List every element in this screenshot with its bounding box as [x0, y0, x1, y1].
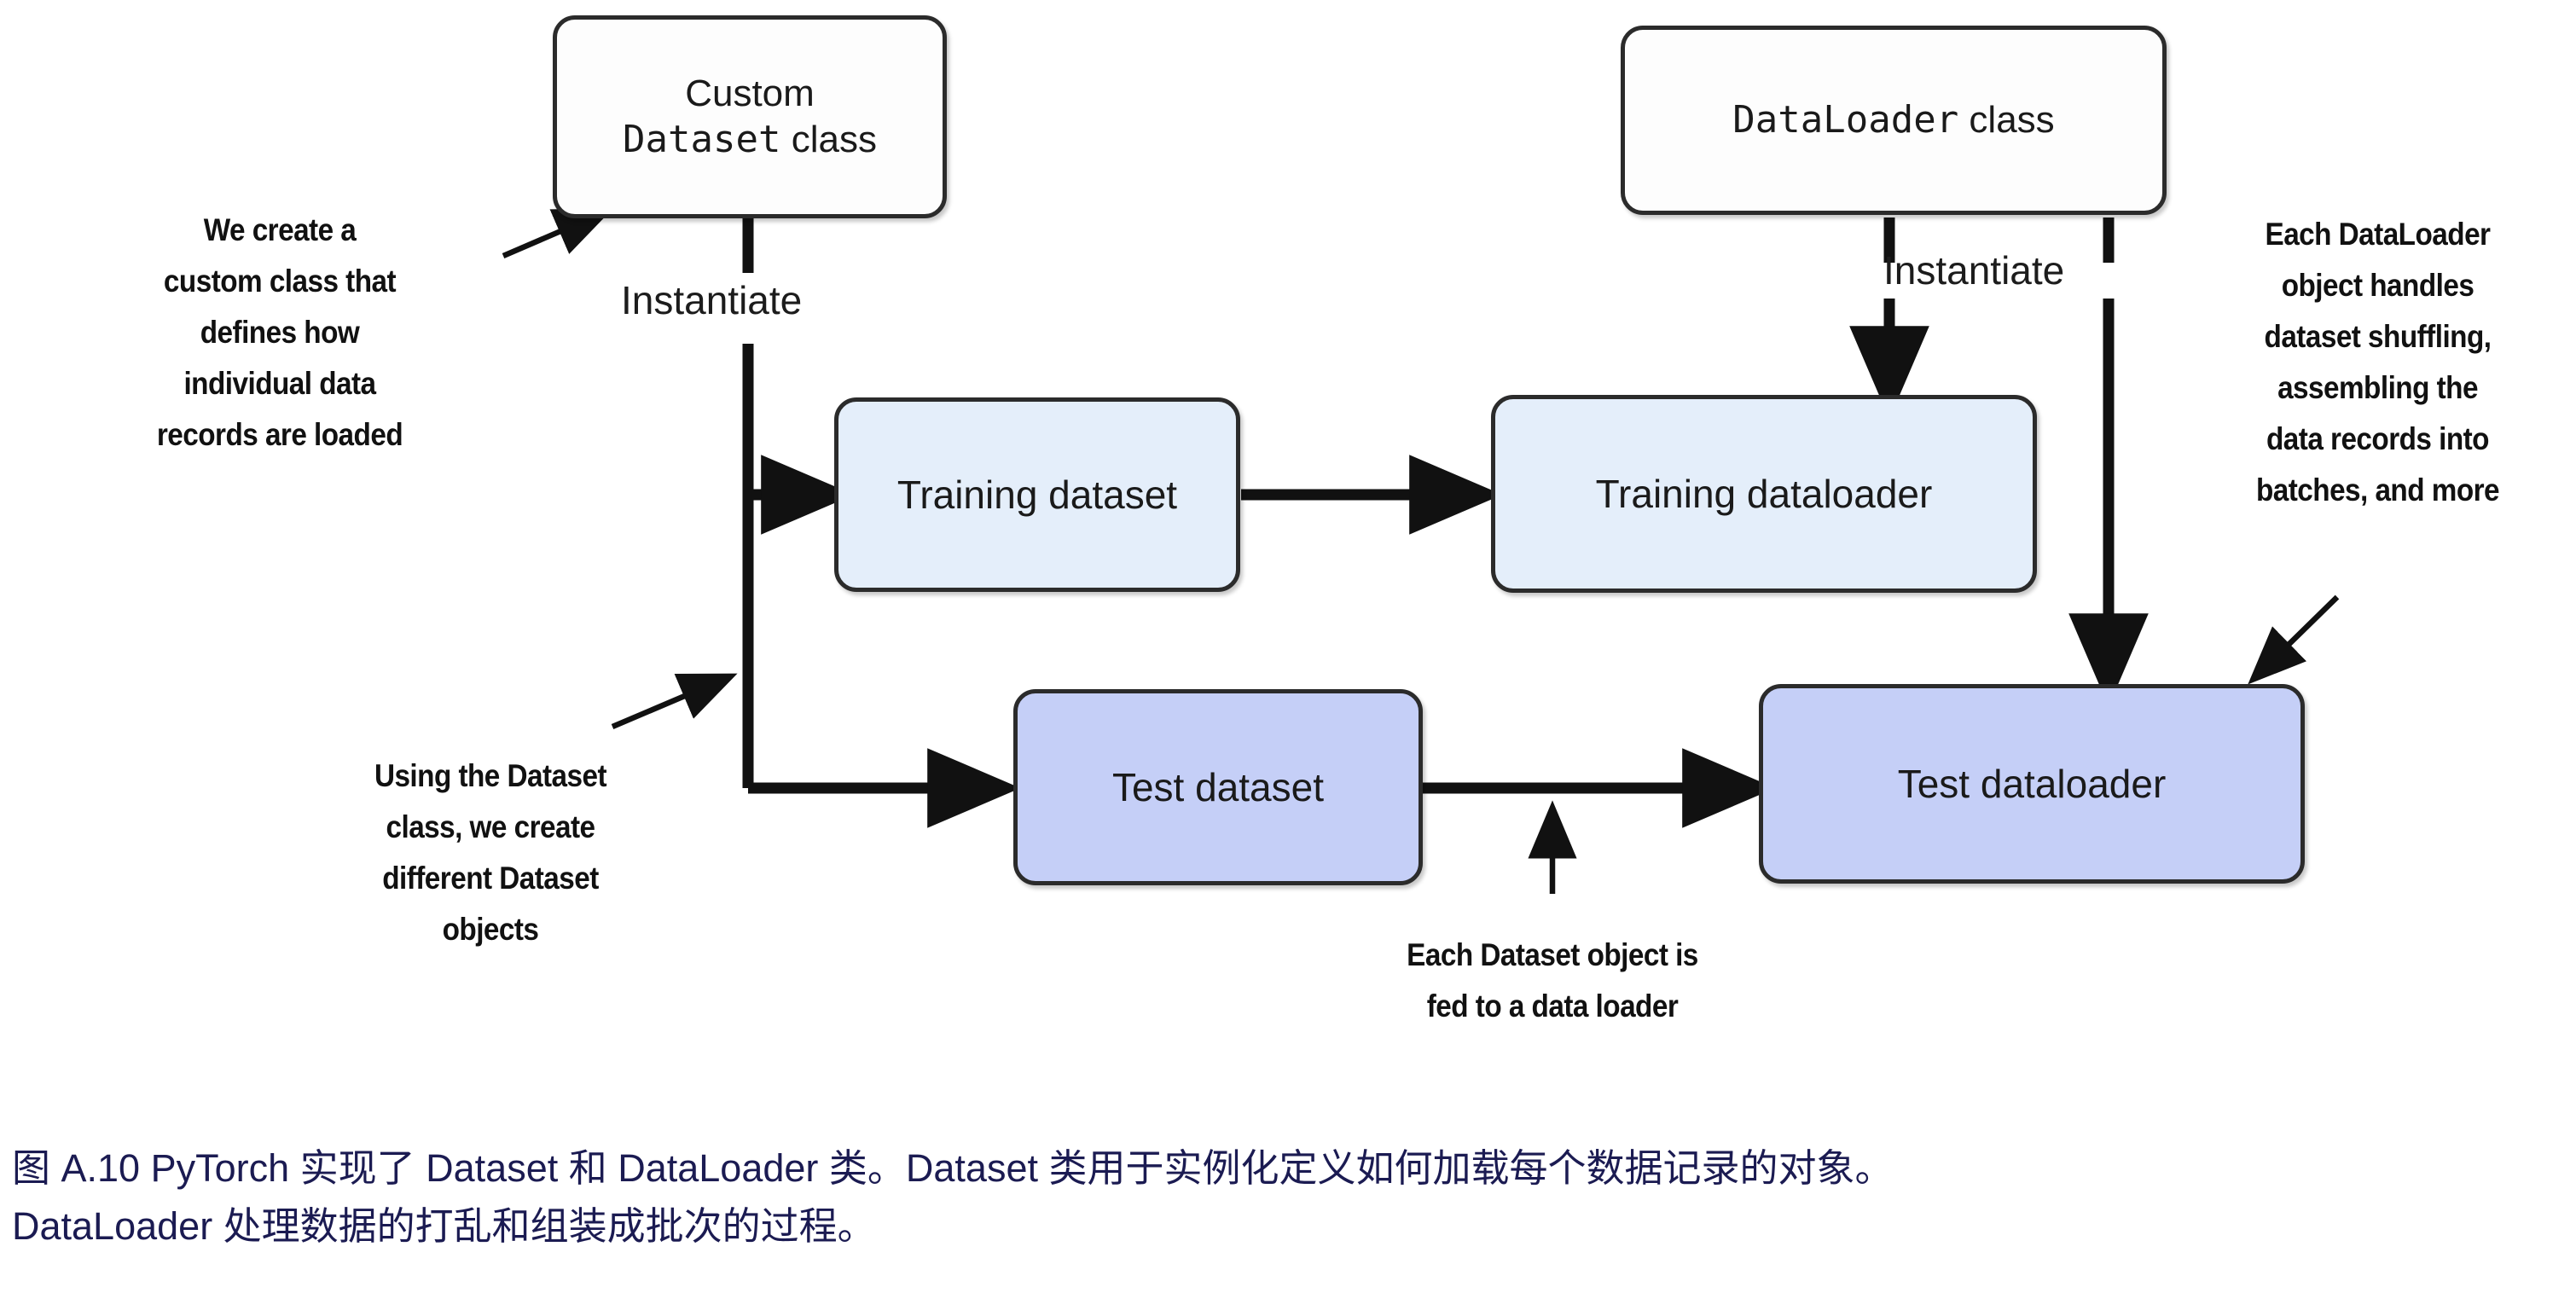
custom-dataset-class-line1: Custom [685, 72, 815, 115]
test-dataloader-label: Test dataloader [1897, 761, 2167, 806]
annotation-line: custom class that [163, 263, 397, 299]
annotation-each-dataset-fed: Each Dataset object is fed to a data loa… [1368, 930, 1737, 1032]
pointer-using-dataset-class [611, 673, 738, 729]
annotation-line: Using the Dataset [374, 758, 607, 793]
node-dataloader-class[interactable]: DataLoader class [1621, 26, 2167, 215]
node-test-dataloader[interactable]: Test dataloader [1759, 684, 2305, 884]
annotation-line: batches, and more [2255, 472, 2500, 507]
annotation-create-custom-class: We create a custom class that defines ho… [111, 205, 449, 461]
annotation-each-dataloader: Each DataLoader object handles dataset s… [2222, 209, 2533, 516]
annotation-line: defines how [200, 314, 360, 350]
annotation-line: class, we create [386, 809, 596, 844]
custom-dataset-class-mono: Dataset [623, 118, 781, 161]
node-test-dataset[interactable]: Test dataset [1013, 689, 1423, 885]
annotation-using-dataset-class: Using the Dataset class, we create diffe… [334, 751, 648, 955]
node-custom-dataset-class[interactable]: Custom Dataset class [553, 15, 947, 218]
pointer-each-dataloader [2248, 594, 2340, 685]
dataloader-class-sans: class [1958, 99, 2055, 142]
pointer-create-custom-class [502, 208, 613, 258]
dataloader-class-mono: DataLoader [1732, 98, 1959, 142]
node-training-dataloader[interactable]: Training dataloader [1491, 395, 2037, 593]
annotation-line: We create a [203, 212, 357, 247]
annotation-line: fed to a data loader [1426, 988, 1679, 1023]
annotation-line: objects [442, 911, 539, 947]
annotation-line: Each Dataset object is [1407, 937, 1698, 972]
custom-dataset-class-sans: class [780, 119, 877, 160]
annotation-line: dataset shuffling, [2264, 318, 2492, 354]
edge-label-instantiate-left: Instantiate [621, 278, 803, 322]
annotation-line: object handles [2281, 267, 2474, 303]
figure-caption: 图 A.10 PyTorch 实现了 Dataset 和 DataLoader … [12, 1139, 2554, 1256]
caption-line-1: 图 A.10 PyTorch 实现了 Dataset 和 DataLoader … [12, 1146, 1894, 1190]
training-dataset-label: Training dataset [896, 472, 1178, 517]
training-dataloader-label: Training dataloader [1595, 471, 1933, 516]
dataloader-class-label-wrap: DataLoader class [1732, 97, 2054, 143]
annotation-line: Each DataLoader [2265, 217, 2491, 252]
annotation-line: data records into [2266, 420, 2490, 456]
annotation-line: individual data [183, 365, 376, 401]
annotation-line: assembling the [2277, 369, 2478, 405]
custom-dataset-class-line2: Dataset class [623, 117, 877, 163]
node-training-dataset[interactable]: Training dataset [834, 397, 1240, 592]
edge-label-instantiate-right: Instantiate [1883, 248, 2065, 293]
arrow-dataset-spine [742, 344, 1021, 828]
annotation-line: records are loaded [156, 416, 403, 452]
annotation-line: different Dataset [382, 860, 599, 896]
caption-line-2: DataLoader 处理数据的打乱和组装成批次的过程。 [12, 1204, 876, 1249]
test-dataset-label: Test dataset [1111, 764, 1325, 809]
